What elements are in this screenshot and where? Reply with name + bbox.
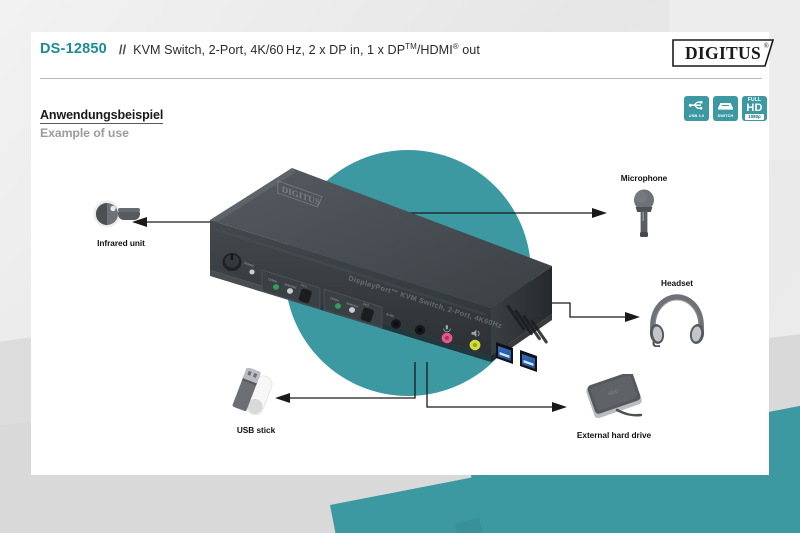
device-front-panel: Power Online Selected PC1 O <box>222 253 537 372</box>
svg-text:Online: Online <box>268 277 278 284</box>
svg-text:Selected: Selected <box>284 282 297 290</box>
product-description-mid: /HDMI <box>416 43 453 57</box>
logo-registered-mark: ® <box>763 42 769 50</box>
port1-selected-led <box>287 288 293 294</box>
usb-stick-icon <box>196 368 316 420</box>
device-vent-slots <box>506 304 548 344</box>
full-hd-badge-line2: HD <box>746 102 763 115</box>
peripheral-microphone: Microphone <box>588 173 700 240</box>
full-hd-badge: FULL HD 1080p <box>742 96 767 121</box>
usb-3-badge: USB 3.0 <box>684 96 709 121</box>
section-title-de: Anwendungsbeispiel <box>40 108 164 124</box>
infrared-unit-icon <box>60 196 182 232</box>
usb-3-badge-label: USB 3.0 <box>688 113 705 118</box>
usb-stick-label: USB stick <box>236 425 276 435</box>
device-jack-row: Audio <box>386 312 537 372</box>
switch-badge: SWITCH <box>713 96 738 121</box>
logo-frame-icon <box>672 39 775 67</box>
peripheral-headset: Headset <box>622 278 732 347</box>
svg-text:Power: Power <box>244 261 256 268</box>
peripheral-usb-stick: USB stick <box>196 368 316 435</box>
device-right-face <box>491 266 552 356</box>
trademark-symbol: TM <box>405 41 417 51</box>
port2-online-led <box>335 303 341 309</box>
logo-wordmark: DIGITUS <box>684 42 761 63</box>
port1-online-led <box>273 284 279 290</box>
product-description-end: out <box>458 43 480 57</box>
infrared-unit-label: Infrared unit <box>97 238 145 248</box>
kvm-switch-device: DIGITUS DisplayPort™ KVM Switch, 2-Port,… <box>196 158 566 388</box>
power-knob <box>222 253 242 271</box>
product-description-text: KVM Switch, 2-Port, 4K/60 Hz, 2 x DP in,… <box>133 43 406 57</box>
registered-symbol: ® <box>452 41 459 51</box>
headset-label: Headset <box>661 278 693 288</box>
usb3-port-2 <box>520 350 537 372</box>
full-hd-badge-line3: 1080p <box>745 114 764 121</box>
port-group-1: Online Selected PC1 <box>261 269 321 310</box>
microphone-jack-icon <box>443 325 451 333</box>
svg-text:Online: Online <box>330 296 340 303</box>
usb3-port-1 <box>496 342 513 364</box>
product-sku: DS-12850 <box>40 41 107 57</box>
usb-icon <box>684 98 709 112</box>
svg-text:PC2: PC2 <box>363 302 370 308</box>
headset-icon <box>622 293 732 347</box>
device-front-face <box>210 220 491 356</box>
svg-text:Selected: Selected <box>346 301 359 309</box>
svg-text:PC1: PC1 <box>301 283 308 289</box>
section-title-en: Example of use <box>40 126 129 140</box>
switch-badge-label: SWITCH <box>717 113 734 118</box>
full-hd-badge-line1: FULL <box>747 96 762 103</box>
switch-icon <box>713 98 738 112</box>
device-top-face <box>210 168 552 308</box>
document-header: DS-12850 // KVM Switch, 2-Port, 4K/60 Hz… <box>40 41 760 57</box>
external-hard-drive-icon: HDD <box>548 374 680 424</box>
port1-select-button <box>298 288 312 304</box>
feature-badges: USB 3.0 SWITCH FULL HD 1080p <box>684 96 767 121</box>
svg-text:HDD: HDD <box>607 388 620 397</box>
port2-selected-led <box>349 307 355 313</box>
microphone-icon <box>588 188 700 240</box>
svg-text:Audio: Audio <box>386 312 395 318</box>
microphone-label: Microphone <box>620 173 668 183</box>
peripheral-external-hard-drive: HDD External hard drive <box>548 374 680 440</box>
port-group-2: Online Selected PC2 <box>323 288 383 329</box>
speaker-jack-icon <box>471 329 480 337</box>
header-divider <box>40 78 762 79</box>
external-hard-drive-label: External hard drive <box>576 430 652 440</box>
product-description: KVM Switch, 2-Port, 4K/60 Hz, 2 x DP in,… <box>133 42 480 57</box>
port2-select-button <box>360 307 374 323</box>
power-led: Power <box>244 261 256 275</box>
header-separator: // <box>118 42 127 57</box>
peripheral-infrared-unit: Infrared unit <box>60 196 182 248</box>
digitus-logo: DIGITUS ® <box>670 38 776 68</box>
